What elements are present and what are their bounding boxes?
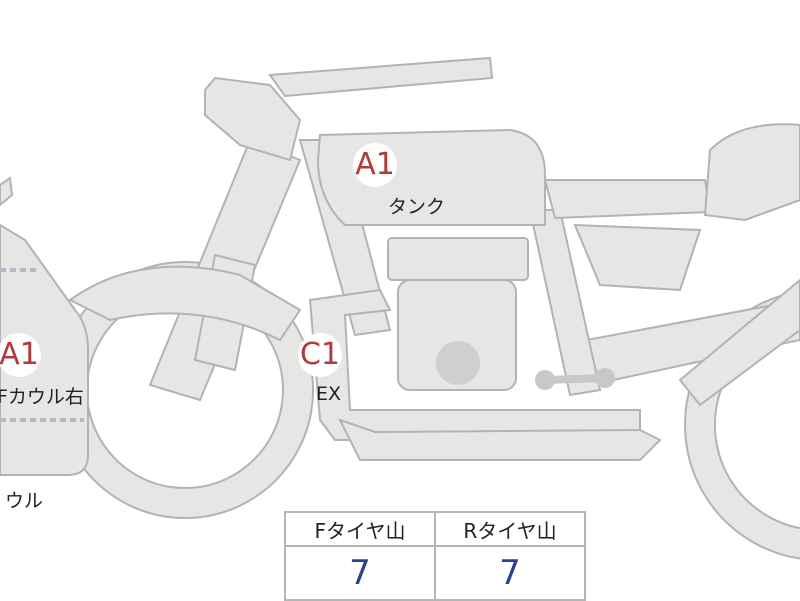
tank-label: タンク: [388, 196, 446, 218]
f-cowl-right-label: Fカウル右: [0, 386, 84, 408]
f-cowl-right-code-badge: A1: [0, 333, 41, 377]
front-tire-value: 7: [284, 545, 436, 601]
footpeg: [544, 374, 606, 384]
tank-code-badge: A1: [353, 143, 397, 187]
side-cover: [573, 223, 702, 292]
exhaust-code-badge: C1: [298, 333, 342, 377]
front-cowl-right: [0, 223, 89, 476]
exhaust-pipe-2: [338, 418, 662, 461]
engine-cover: [436, 341, 480, 385]
handlebar: [268, 56, 494, 98]
rear-frame: [678, 278, 800, 407]
engine-top: [387, 237, 529, 281]
engine-block: [397, 279, 517, 391]
exhaust-label: EX: [316, 383, 342, 405]
headlight: [204, 76, 302, 162]
front-cowl: [0, 176, 14, 207]
front-fender: [68, 265, 302, 342]
front-tire-header: Fタイヤ山: [284, 511, 436, 547]
tail: [703, 123, 800, 222]
frame-rear-tube: [528, 209, 602, 397]
footpeg-end: [595, 368, 615, 388]
seat: [543, 179, 712, 220]
footpeg-end: [535, 370, 555, 390]
rear-tire-value: 7: [434, 545, 586, 601]
tire-tread-table: Fタイヤ山 Rタイヤ山 7 7: [284, 511, 586, 601]
rear-tire-header: Rタイヤ山: [434, 511, 586, 547]
cowl-lower-label: ウル: [5, 490, 44, 512]
